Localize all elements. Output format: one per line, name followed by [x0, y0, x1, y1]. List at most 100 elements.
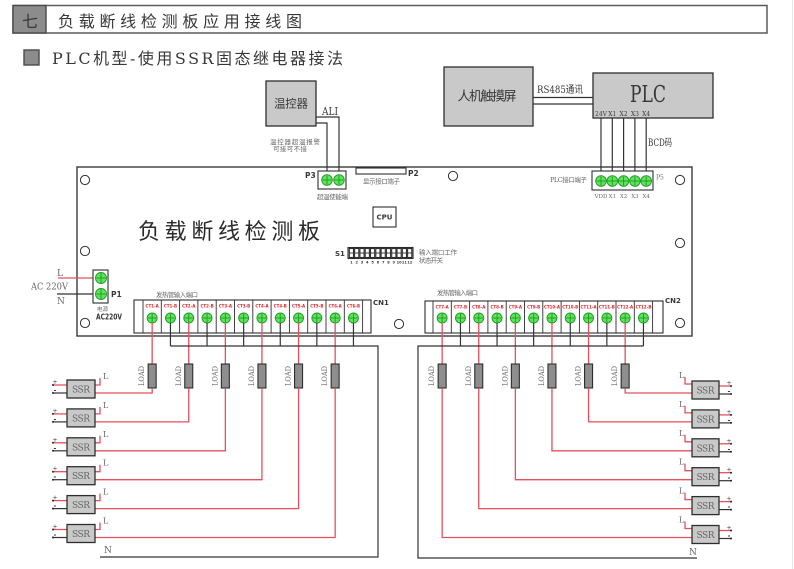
ssr-minus-symbol: -: [54, 387, 57, 395]
ssr-minus-terminal-dot: [52, 449, 54, 452]
ssr-plus-terminal-dot: [52, 412, 54, 415]
ssr-plus-terminal-dot: [730, 442, 732, 445]
p2-id-label: P2: [408, 169, 419, 178]
ssr-minus-terminal-dot: [52, 478, 54, 481]
ssr-plus-terminal-dot: [730, 529, 732, 532]
cn2-screw-terminal-icon: [546, 312, 558, 324]
load-resistor-icon: [510, 363, 520, 389]
load-label: LOAD: [321, 366, 329, 386]
ssr-minus-terminal-dot: [52, 420, 54, 423]
cn1-terminal-label: CT1-B: [164, 304, 177, 309]
ssr-plus-symbol: +: [726, 525, 731, 532]
ssr-box: [66, 379, 96, 399]
p1-connector: [92, 269, 109, 304]
ssr-line-label: L: [103, 430, 109, 439]
ssr-label: SSR: [697, 415, 715, 425]
ssr-plus-terminal-dot: [730, 471, 732, 474]
mounting-hole-icon: [393, 318, 405, 330]
cn1-screw-terminal-icon: [329, 312, 341, 324]
cn2-screw-terminal-icon: [455, 312, 466, 324]
p1-screw-terminal-icon: [95, 272, 107, 284]
p1-terminals: [95, 272, 107, 300]
s1-caption-line2: 状态开关: [419, 256, 444, 265]
ssr-line-label: L: [103, 488, 109, 497]
load-label: LOAD: [575, 366, 583, 386]
p1-id-label: P1: [111, 290, 122, 299]
ssr-plus-terminal-dot: [52, 470, 54, 473]
ssr-line-wire: [684, 405, 692, 414]
mounting-hole-icon: [79, 317, 91, 329]
p5-pin-label: X3: [631, 194, 639, 200]
ssr-output-wire: [95, 388, 153, 394]
ssr-minus-symbol: -: [54, 473, 57, 481]
ssr-box: [66, 523, 96, 544]
ssr-plus-symbol: +: [52, 408, 57, 415]
ssr-plus-symbol: +: [726, 496, 731, 503]
ssr-output-wire: [95, 388, 227, 452]
mounting-hole-icon: [674, 237, 686, 249]
heater-load: LOAD: [138, 363, 157, 389]
ssr-relay: L+-SSR: [478, 388, 732, 516]
cn2-screw-terminal-icon: [564, 312, 576, 324]
cn1-terminal-label: CT2-B: [200, 304, 213, 309]
mounting-hole-icon: [79, 174, 91, 186]
load-label: LOAD: [428, 366, 436, 386]
load-resistor-icon: [220, 363, 230, 389]
hmi-box: [443, 66, 534, 127]
ssr-minus-symbol: -: [54, 502, 57, 510]
ssr-line-wire: [95, 378, 101, 386]
cn2-terminal-label: CT11-A: [581, 305, 598, 310]
ssr-plus-terminal-dot: [730, 500, 732, 503]
ssr-output-wire: [441, 388, 692, 539]
mounting-hole-icon: [674, 174, 686, 186]
ssr-minus-terminal-dot: [730, 508, 732, 511]
load-resistor-icon: [547, 363, 557, 389]
ssr-label: SSR: [72, 386, 90, 396]
cn2-screw-terminal-icon: [528, 312, 540, 324]
s1-caption-line1: 输入端口工作: [419, 248, 458, 257]
section-number-badge: [12, 4, 47, 34]
load-resistor-icon: [257, 363, 267, 389]
cn1-screw-terminal-icon: [183, 312, 195, 324]
load-label: LOAD: [538, 366, 546, 386]
dip-switch-number: 4: [366, 261, 369, 265]
cpu-label: CPU: [377, 214, 393, 222]
p3-caption: 超温使能端: [317, 192, 349, 201]
ssr-plus-terminal-dot: [52, 384, 54, 386]
heater-load: LOAD: [538, 363, 557, 389]
plc-pin-label: X3: [631, 111, 639, 118]
cn2-screw-terminal-icon: [436, 312, 448, 324]
cn2-screw-terminal-icon: [619, 312, 631, 324]
dip-switch-number: 2: [355, 261, 358, 265]
heater-load: LOAD: [611, 363, 630, 389]
ssr-label: SSR: [697, 387, 715, 397]
heater-load: LOAD: [248, 363, 267, 389]
cn1-screw-terminal-icon: [348, 312, 359, 324]
subsection-bullet-icon: [23, 49, 40, 66]
ssr-output-wire: [95, 388, 300, 510]
thermostat-label: 温控器: [274, 97, 309, 111]
alarm-signal-label: ALI: [321, 105, 338, 118]
load-label: LOAD: [248, 366, 256, 386]
ssr-plus-terminal-dot: [730, 413, 732, 416]
p5-pin-label: X4: [642, 194, 650, 200]
heater-load: LOAD: [285, 363, 304, 389]
p5-screw-terminal-icon: [617, 175, 630, 187]
cn2-terminal-label: CT10-A: [544, 305, 561, 310]
cn1-screw-terminal-icon: [219, 312, 231, 324]
cn2-screw-terminal-icon: [509, 312, 521, 324]
ssr-output-wire: [95, 388, 190, 423]
cn2-terminal-label: CT7-A: [436, 305, 450, 310]
load-label: LOAD: [501, 366, 509, 386]
ssr-line-label: L: [679, 400, 685, 409]
p5-id-label: P5: [656, 175, 664, 182]
ssr-label: SSR: [72, 443, 90, 453]
load-label: LOAD: [465, 366, 473, 386]
alarm-wire-outer: [316, 116, 340, 175]
ssr-line-wire: [95, 493, 101, 502]
load-resistor-icon: [330, 363, 340, 389]
load-label: LOAD: [175, 366, 183, 386]
